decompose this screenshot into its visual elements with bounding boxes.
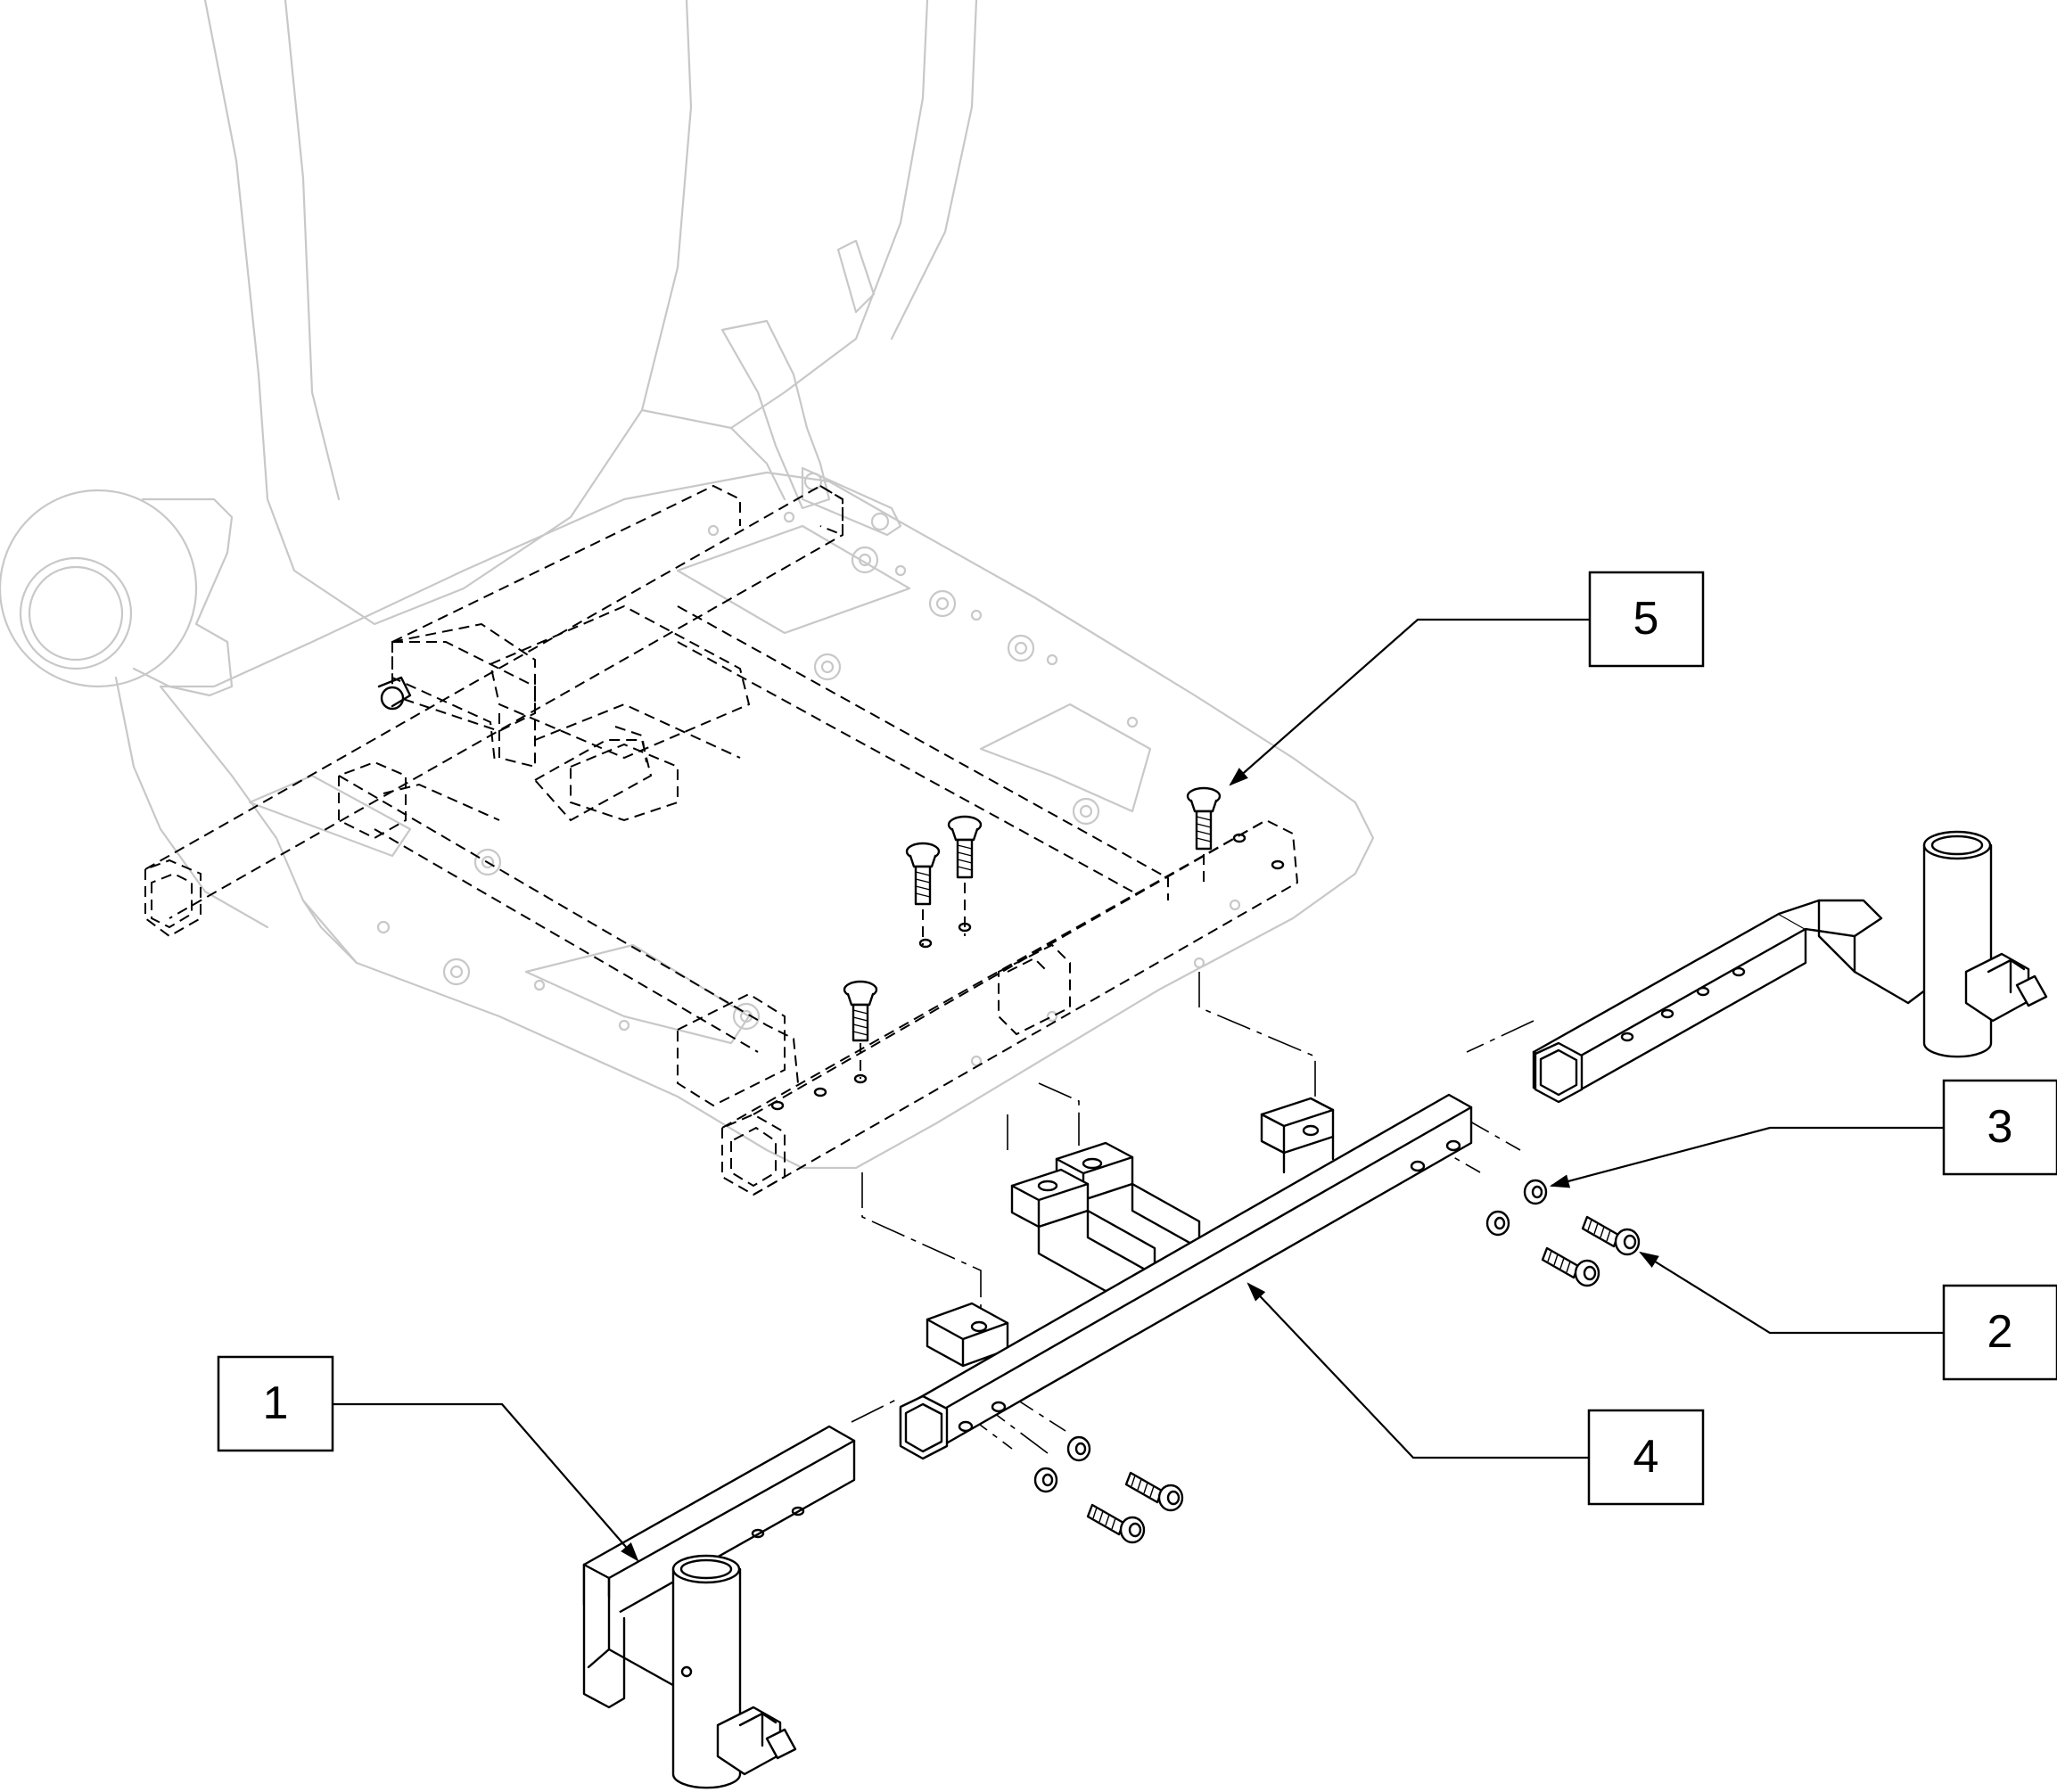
- washer: [1485, 1210, 1510, 1237]
- seat-pan-bolts-ghost: [376, 511, 1241, 1067]
- callout-1: 1: [217, 1355, 334, 1452]
- leader-5: [1229, 618, 1590, 786]
- washers-part-3: [1033, 1179, 1548, 1493]
- callout-leaders: [333, 618, 1944, 1562]
- flat-head-screw: [905, 842, 941, 906]
- callout-5: 5: [1588, 571, 1705, 668]
- callout-2: 2: [1942, 1284, 2057, 1381]
- flat-head-screws-part-5: [843, 786, 1222, 1079]
- svg-text:5: 5: [1633, 593, 1659, 645]
- leader-4: [1247, 1282, 1589, 1459]
- seat-frame-hidden-lines: [144, 484, 1299, 1196]
- socket-head-screw: [1541, 1246, 1600, 1287]
- callout-4: 4: [1587, 1409, 1705, 1506]
- leader-2: [1639, 1251, 1944, 1335]
- callout-3: 3: [1942, 1079, 2057, 1176]
- mounting-block: [1260, 1097, 1335, 1174]
- extension-tube-part-1-left: [582, 1425, 856, 1789]
- socket-head-screw: [1124, 1471, 1184, 1512]
- flat-head-screw: [947, 815, 983, 879]
- flat-head-screw: [843, 980, 878, 1042]
- mounting-block: [1010, 1168, 1156, 1293]
- extension-tube-part-1-right: [1532, 830, 2048, 1104]
- socket-screws-part-2: [1086, 1215, 1641, 1544]
- rear-tube-end-screw: [377, 676, 412, 711]
- washer: [1033, 1467, 1058, 1493]
- svg-text:1: 1: [263, 1377, 289, 1429]
- washer: [1066, 1435, 1091, 1462]
- flat-head-screw: [1186, 786, 1222, 851]
- leader-3: [1549, 1126, 1944, 1188]
- svg-text:3: 3: [1987, 1101, 2013, 1153]
- seat-ghost-outline: [0, 0, 1375, 1170]
- socket-head-screw: [1086, 1503, 1146, 1544]
- cross-tube-part-4: [899, 1093, 1473, 1460]
- leader-1: [333, 1402, 639, 1562]
- seat-frame-holes: [770, 815, 1285, 1111]
- washer: [1523, 1179, 1548, 1205]
- mounting-block: [926, 1302, 1009, 1368]
- svg-text:2: 2: [1987, 1306, 2013, 1358]
- socket-head-screw: [1581, 1215, 1641, 1256]
- svg-text:4: 4: [1633, 1431, 1659, 1483]
